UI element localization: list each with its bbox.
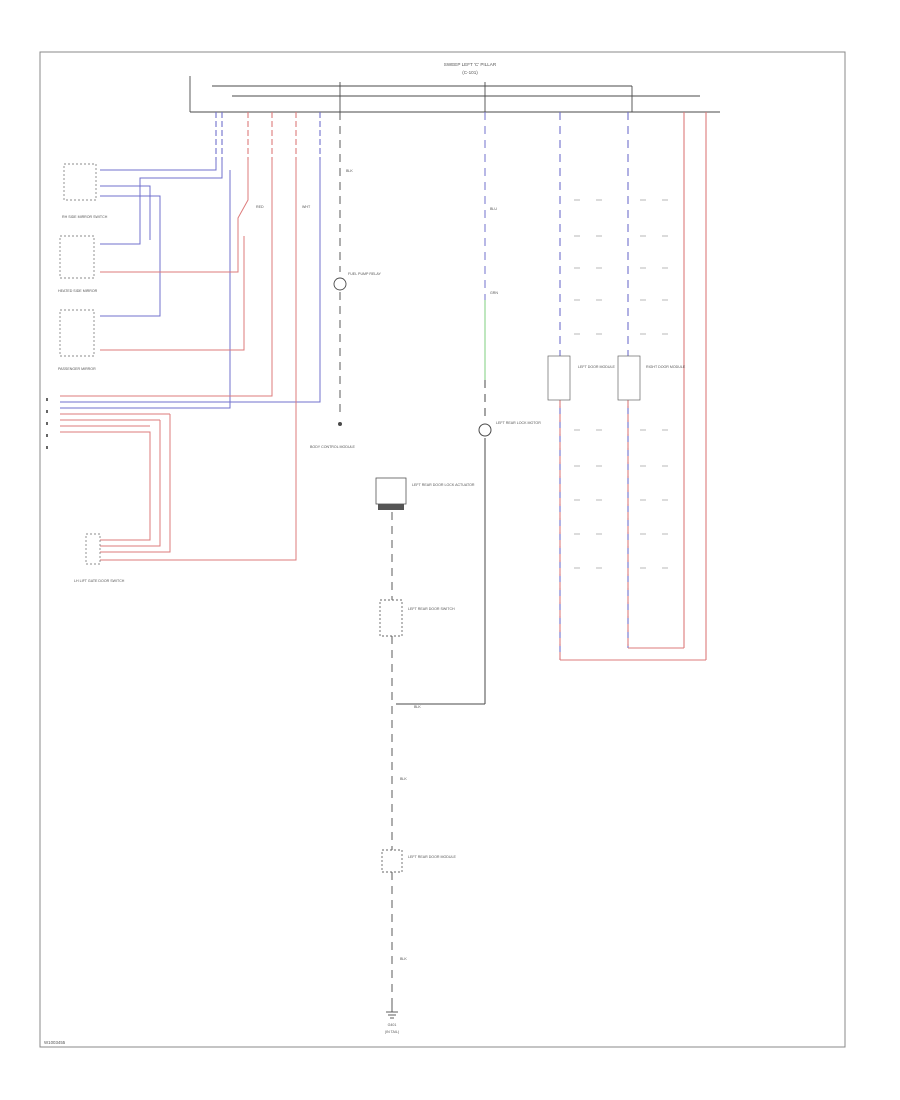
left-connector-pins [46, 398, 48, 449]
left-module-box [547, 355, 571, 401]
red-wires-left [60, 160, 297, 561]
wire-label-6: BLK [400, 957, 407, 961]
liftgate-connector [85, 533, 101, 565]
blue-wires-left [60, 160, 321, 409]
header-subtitle: (C-101) [462, 70, 478, 75]
left-connector-stubs [215, 112, 321, 160]
liftgate-label: LH LIFT GATE DOOR SWITCH [74, 579, 125, 583]
right-module-label: RIGHT DOOR MODULE [646, 365, 686, 369]
door-actuator-plug [378, 504, 404, 510]
ground-run [379, 512, 403, 1004]
module-pin-ticks [574, 199, 668, 569]
left-module-label: LEFT DOOR MODULE [578, 365, 615, 369]
ground-dot-1 [338, 422, 342, 426]
ground-label: G401 [388, 1023, 397, 1027]
left-rear-module-label: LEFT REAR DOOR MODULE [408, 855, 456, 859]
wire-label-5: BLK [400, 777, 407, 781]
splice-label: BLK [414, 705, 421, 709]
center-vertical-wire [396, 112, 492, 705]
right-return-loops [560, 647, 706, 661]
diagram-code: W1003455 [44, 1040, 66, 1045]
wire-label-1: BLK [346, 169, 353, 173]
wire-label-3: GRN [490, 291, 498, 295]
fuse-block-label: BODY CONTROL MODULE [310, 445, 356, 449]
door-actuator-box [375, 477, 407, 505]
wire-label-7: WHT [302, 205, 311, 209]
ground-symbol [386, 1004, 398, 1019]
right-module-box [617, 355, 641, 401]
passenger-mirror-label: PASSENGER MIRROR [58, 367, 96, 371]
door-actuator-label: LEFT REAR DOOR LOCK ACTUATOR [412, 483, 475, 487]
heated-mirror-label: HEATED SIDE MIRROR [58, 289, 98, 293]
left-rear-switch-label: LEFT REAR DOOR SWITCH [408, 607, 455, 611]
left-rear-relay-label: LEFT REAR LOCK MOTOR [496, 421, 541, 425]
wire-label-2: BLU [490, 207, 497, 211]
right-lower-red [559, 400, 629, 660]
rh-mirror-label: RH SIDE MIRROR SWITCH [62, 215, 108, 219]
mirror-switch [59, 163, 97, 357]
fuel-relay-label: FUEL PUMP RELAY [348, 272, 381, 276]
top-bus [189, 76, 720, 113]
wire-label-4: RED [256, 205, 264, 209]
diagram-frame [39, 51, 846, 1048]
fuel-relay-wire [333, 112, 347, 418]
ground-location: (IN TAIL) [385, 1030, 399, 1034]
header-title: SWEEP LEFT 'C' PILLAR [444, 62, 497, 67]
